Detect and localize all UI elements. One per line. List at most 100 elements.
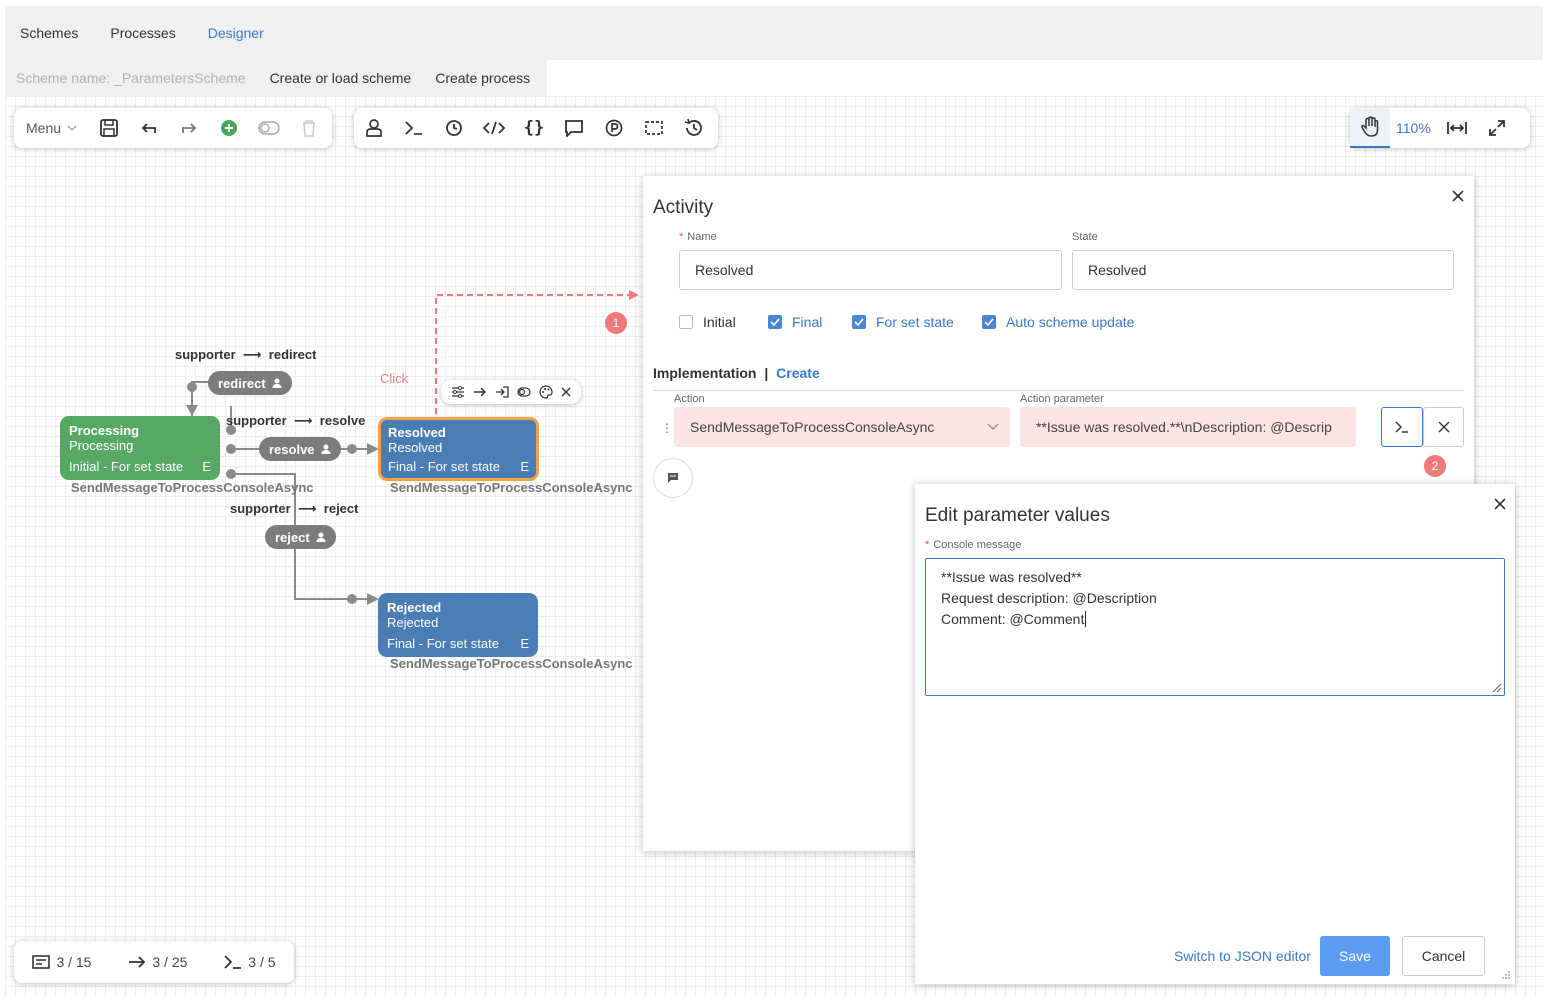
delete-icon[interactable] [289,108,329,148]
edit-parameters-panel: Edit parameter values *Console message *… [915,484,1515,984]
actions-count: 3 / 5 [224,954,276,970]
sign-in-icon[interactable] [495,386,509,398]
braces-icon[interactable]: {} [523,118,545,138]
click-hint: Click [380,371,409,386]
resize-handle-icon[interactable] [1492,683,1502,693]
save-icon[interactable] [89,108,129,148]
nav-processes[interactable]: Processes [110,25,176,41]
palette-icon[interactable] [539,385,553,399]
activities-count: 3 / 15 [32,954,91,970]
node-flag: E [520,459,529,474]
sliders-icon[interactable] [451,386,465,398]
menu-button[interactable]: Menu [14,108,89,148]
edit-parameter-button[interactable] [1381,407,1423,447]
param-column-label: Action parameter [1020,393,1104,405]
user-icon [316,532,326,542]
create-or-load-scheme-link[interactable]: Create or load scheme [269,70,412,86]
final-checkbox[interactable]: Final [768,314,822,330]
close-icon[interactable] [1491,495,1509,513]
cancel-button[interactable]: Cancel [1402,936,1485,976]
remove-action-button[interactable] [1423,407,1464,447]
transition-pill-redirect[interactable]: redirect [208,371,292,395]
node-title: Rejected [387,600,442,615]
node-flag: E [520,636,529,651]
pan-hand-icon[interactable] [1350,108,1390,148]
node-title: Processing [69,423,140,438]
code-icon[interactable] [474,108,514,148]
comment-icon[interactable] [554,108,594,148]
close-icon[interactable] [1449,187,1467,205]
action-column-label: Action [674,393,705,405]
transition-pill-resolve[interactable]: resolve [259,437,341,461]
clock-icon[interactable] [434,108,474,148]
nav-schemes[interactable]: Schemes [20,25,79,41]
fullscreen-icon[interactable] [1477,108,1517,148]
edit-params-title: Edit parameter values [925,505,1110,526]
hint-badge-2: 2 [1424,455,1446,477]
elements-toolbar: {} [354,108,718,148]
zoom-level[interactable]: 110% [1396,120,1431,136]
undo-icon[interactable] [129,108,169,148]
top-nav: Schemes Processes Designer [5,6,1543,60]
status-bar: 3 / 15 3 / 25 3 / 5 [14,941,294,983]
arrow-right-icon [129,956,146,968]
close-icon[interactable] [561,387,571,397]
transition-label-redirect: supporter ⟶ redirect [175,347,317,362]
name-input[interactable]: Resolved [679,250,1062,290]
parameter-icon[interactable] [594,108,634,148]
for-set-state-checkbox[interactable]: For set state [852,314,954,330]
arrow-right-icon[interactable] [473,386,487,398]
name-label: *Name [679,231,717,243]
sub-nav: Scheme name: _ParametersScheme Create or… [5,60,547,96]
select-area-icon[interactable] [634,108,674,148]
redo-icon[interactable] [169,108,209,148]
node-action-resolved: SendMessageToProcessConsoleAsync [390,480,633,495]
state-input[interactable]: Resolved [1072,250,1454,290]
auto-scheme-update-checkbox[interactable]: Auto scheme update [982,314,1134,330]
initial-checkbox[interactable]: Initial [679,314,736,330]
activity-node-rejected[interactable]: Rejected Rejected Final - For set state E [378,593,538,657]
toggle-icon[interactable] [517,387,531,397]
action-parameter-input[interactable]: **Issue was resolved.**\nDescription: @D… [1020,407,1356,447]
console-message-label: *Console message [925,539,1022,551]
node-title: Resolved [388,425,446,440]
transition-pill-reject[interactable]: reject [265,525,336,549]
console-message-textarea[interactable]: **Issue was resolved** Request descripti… [925,558,1505,696]
node-action-rejected: SendMessageToProcessConsoleAsync [390,656,633,671]
message-line: **Issue was resolved** [941,569,1082,585]
message-line: Comment: @Comment [941,611,1087,627]
switch-to-json-editor-link[interactable]: Switch to JSON editor [1174,948,1311,964]
node-flag: E [202,459,211,474]
action-select[interactable]: SendMessageToProcessConsoleAsync [674,407,1010,447]
terminal-icon[interactable] [394,108,434,148]
create-process-link[interactable]: Create process [435,70,531,86]
add-icon[interactable] [209,108,249,148]
fit-width-icon[interactable] [1437,108,1477,148]
implementation-header: Implementation | Create [653,365,820,381]
node-info: Final - For set state [387,636,499,651]
toggle-icon[interactable] [249,108,289,148]
node-info: Initial - For set state [69,459,184,474]
nav-designer[interactable]: Designer [207,25,264,41]
pill-label: redirect [218,375,266,391]
activity-icon [32,955,51,969]
node-subtitle: Rejected [387,615,439,630]
chevron-down-icon [987,423,999,430]
close-icon [1438,421,1449,433]
message-line: Request description: @Description [941,590,1157,606]
save-button[interactable]: Save [1320,936,1390,976]
actor-icon[interactable] [354,108,394,148]
add-comment-button[interactable] [653,458,693,498]
user-icon [272,378,282,388]
resize-handle-icon[interactable] [1501,970,1511,980]
node-info: Final - For set state [388,459,500,474]
hint-arrow-1 [435,294,633,414]
activity-title: Activity [653,197,714,218]
activity-node-processing[interactable]: Processing Processing Initial - For set … [60,416,220,480]
transition-label-resolve: supporter ⟶ resolve [226,413,366,428]
history-icon[interactable] [674,108,714,148]
create-link[interactable]: Create [776,365,820,381]
transitions-count: 3 / 25 [128,954,187,970]
node-subtitle: Processing [69,438,134,453]
